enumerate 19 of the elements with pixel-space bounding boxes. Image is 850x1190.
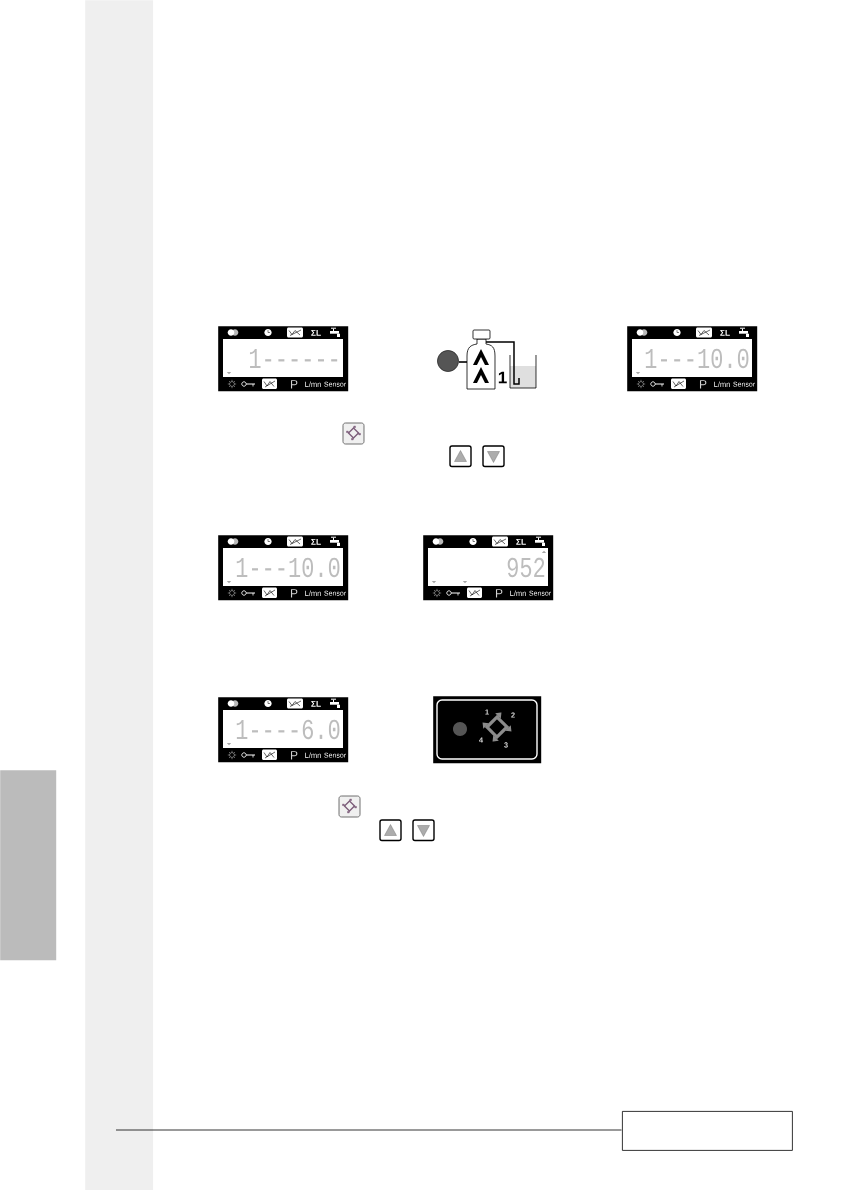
lcd-readout: 1---10.0 [236,557,340,578]
indicator-label: P [291,589,298,598]
callout-number: 1 [498,371,507,384]
lcd-readout: 1------ [249,349,338,368]
indicator-label: ΣL [311,538,321,545]
indicator-label: P [496,589,503,598]
side-tab [0,770,57,961]
indicator-label: ΣL [311,700,321,707]
indicator-label: P [291,380,298,389]
indicator-label: ΣL [720,329,730,336]
lcd-readout: 952 [507,557,545,578]
indicator-label: ΣL [516,538,526,545]
side-band [85,0,154,1190]
lcd-readout: 1---10.0 [645,348,749,369]
indicator-label: ΣL [311,329,321,336]
indicator-label: P [291,751,298,760]
empty-box [622,1111,793,1151]
indicator-label: P [700,380,707,389]
lcd-readout: 1----6.0 [236,719,340,740]
